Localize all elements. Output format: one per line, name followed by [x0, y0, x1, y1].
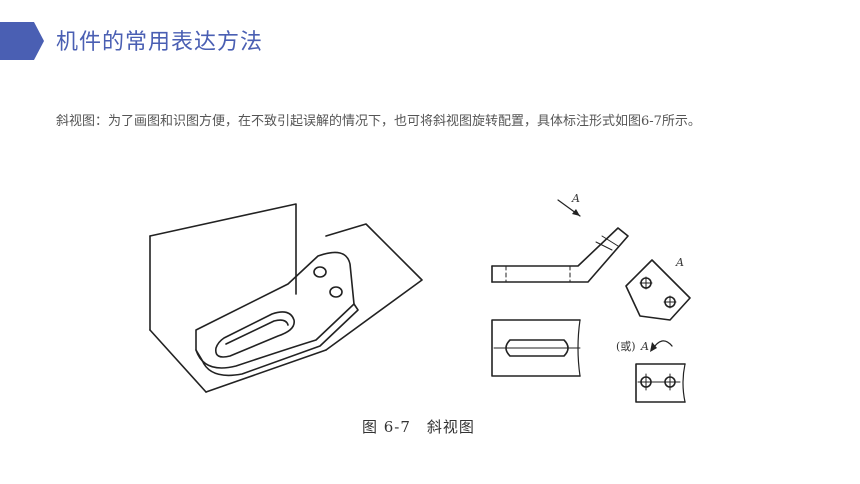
title-marker-icon: [0, 22, 44, 60]
isometric-bracket-drawing: [149, 203, 423, 393]
page-title: 机件的常用表达方法: [56, 30, 264, 55]
arrow-label-a: A: [571, 192, 580, 205]
body-paragraph: 斜视图：为了画图和识图方便，在不致引起误解的情况下，也可将斜视图旋转配置，具体标…: [56, 114, 701, 129]
figure-caption: 图 6-7 斜视图: [362, 418, 475, 436]
rotated-view-drawing: (或) A: [616, 340, 686, 403]
top-view-drawing: [491, 319, 581, 377]
or-label: (或): [616, 340, 636, 353]
oblique-view-a: A: [625, 256, 691, 321]
oblique-view-figure: A A (或) A: [149, 192, 691, 403]
view-label-a: A: [675, 256, 684, 269]
rotated-label-a: A: [640, 340, 649, 353]
front-view-drawing: A: [491, 192, 629, 283]
